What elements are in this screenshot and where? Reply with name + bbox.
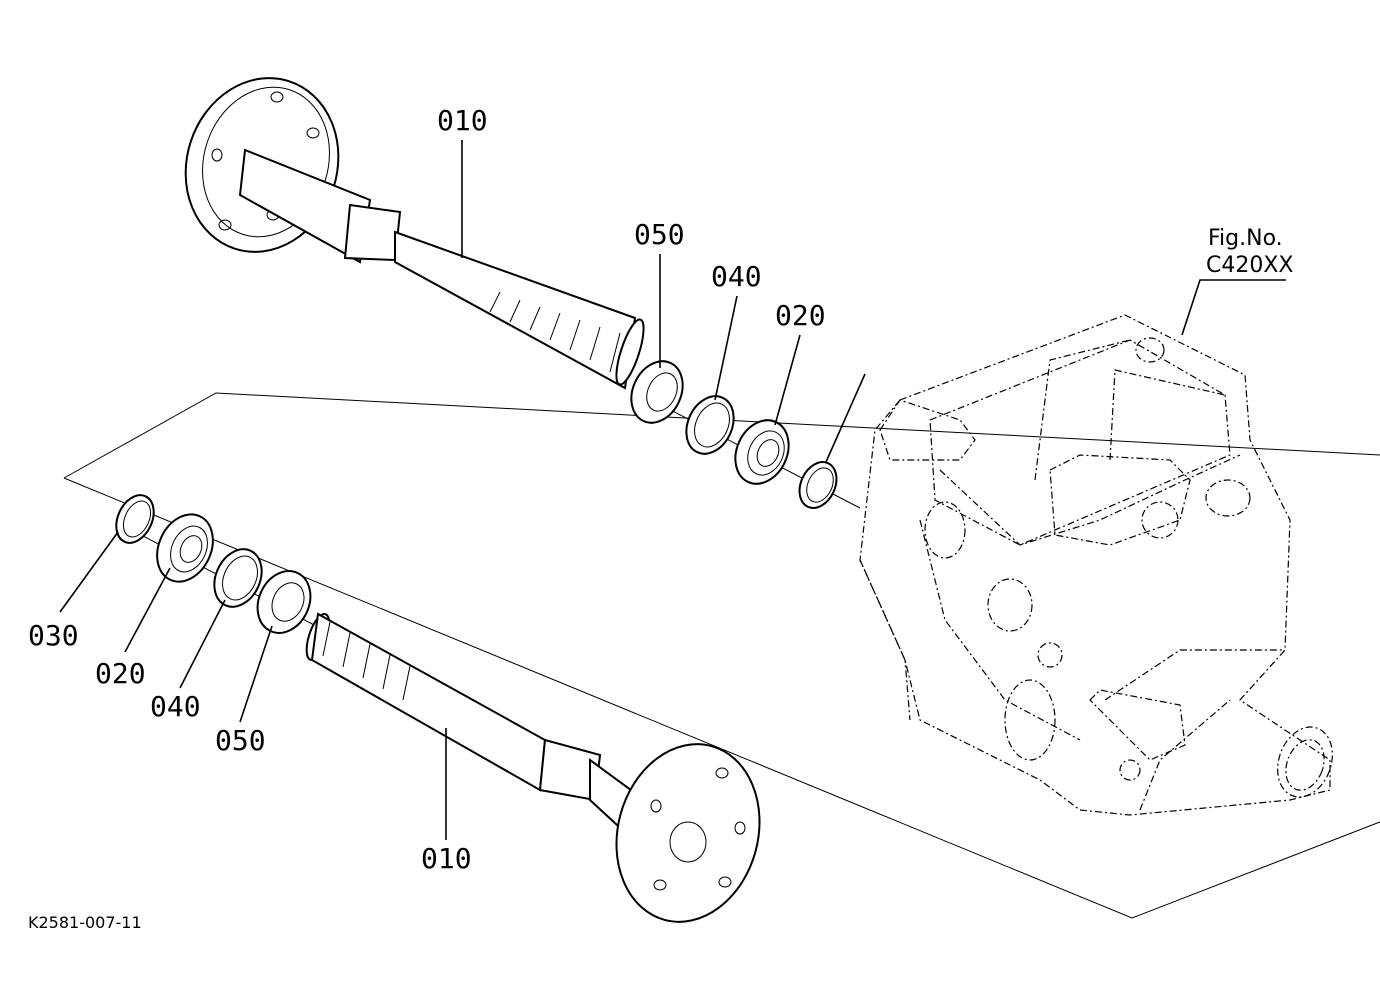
assembly-boundary-line (63, 392, 1380, 479)
leader-lines (59, 140, 1286, 840)
upper-internal-circlip[interactable] (677, 389, 742, 462)
figure-ref-number: C420XX (1206, 253, 1294, 278)
upper-oil-seal[interactable] (622, 353, 693, 431)
lower-external-circlip[interactable] (109, 489, 161, 549)
drawing-code: K2581-007-11 (28, 913, 142, 932)
lower-shaft-splines (322, 621, 411, 701)
upper-axle-shaft[interactable] (163, 58, 649, 390)
figure-ref-label: Fig.No. (1208, 226, 1283, 251)
lower-axle-shaft[interactable] (302, 611, 779, 938)
assembly-boundary-line-lower (63, 477, 1380, 919)
callout-upper-bearing: 020 (775, 299, 826, 332)
callout-lower-external-circlip: 030 (28, 619, 79, 652)
callout-lower-bearing: 020 (95, 657, 146, 690)
upper-ball-bearing[interactable] (725, 412, 798, 493)
upper-shaft-splines (489, 291, 621, 373)
lower-ball-bearing[interactable] (147, 505, 224, 590)
callout-lower-seal: 050 (215, 724, 266, 757)
lower-internal-circlip[interactable] (205, 542, 270, 615)
upper-external-circlip[interactable] (792, 456, 843, 514)
callout-lower-shaft: 010 (421, 842, 472, 875)
transmission-case-outline (859, 314, 1333, 816)
callout-upper-internal-circlip: 040 (711, 260, 762, 293)
callout-upper-shaft: 010 (437, 104, 488, 137)
callout-upper-seal: 050 (634, 218, 685, 251)
callout-lower-internal-circlip: 040 (150, 690, 201, 723)
